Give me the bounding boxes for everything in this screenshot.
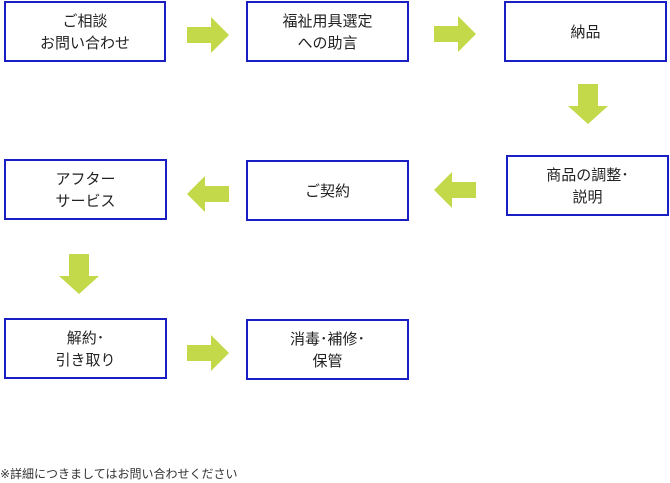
step-cancellation: 解約･ 引き取り [4,318,167,379]
arrow-right-3 [187,335,229,371]
step-contract: ご契約 [246,160,409,221]
arrow-down-2 [59,254,99,294]
footnote: ※詳細につきましてはお問い合わせください [0,467,238,481]
step-disinfection: 消毒･補修･ 保管 [246,319,409,380]
arrow-right-1 [187,17,229,53]
arrow-down-1 [568,84,608,124]
step-consultation: ご相談 お問い合わせ [4,1,166,62]
step-selection-advice: 福祉用具選定 への助言 [246,1,409,62]
step-after-service: アフター サービス [4,159,167,220]
arrow-left-1 [434,172,476,208]
arrow-right-2 [434,16,476,52]
step-adjustment: 商品の調整･ 説明 [506,155,669,216]
step-delivery: 納品 [504,1,667,62]
arrow-left-2 [187,176,229,212]
